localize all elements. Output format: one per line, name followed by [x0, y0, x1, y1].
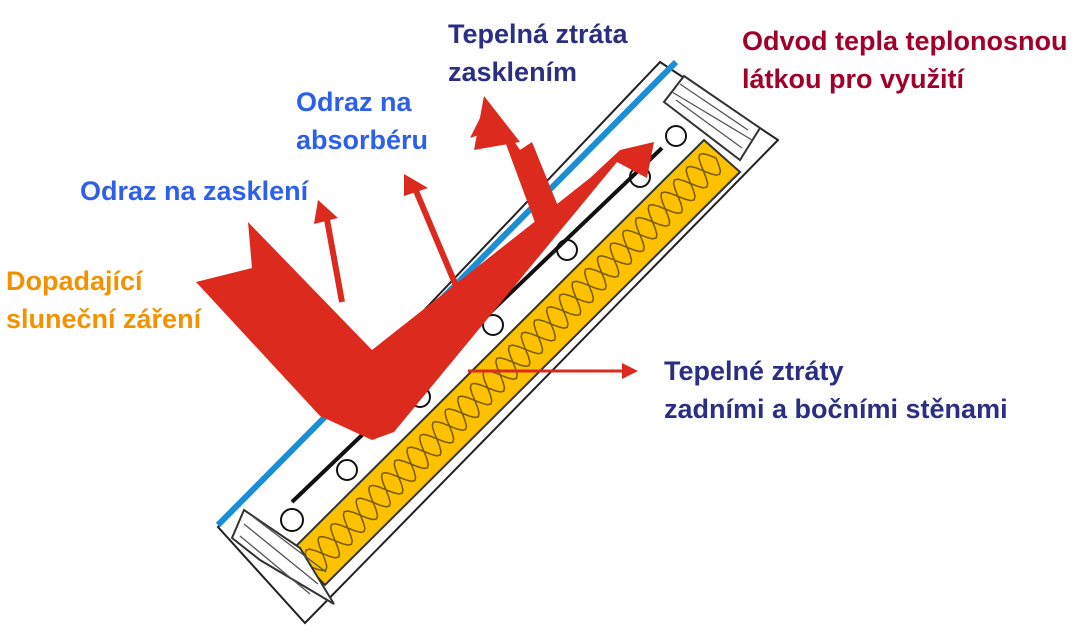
reflection-glass-arrow — [323, 213, 345, 303]
label-wall-loss-line-1: Tepelné ztráty — [664, 356, 844, 386]
side-wall-top-hatch — [671, 83, 753, 149]
label-incoming-line-1: Dopadající — [6, 266, 143, 296]
insulation-waves — [304, 152, 722, 572]
tube — [482, 314, 504, 336]
tube — [336, 459, 358, 481]
label-glazing-loss-line-1: Tepelná ztráta — [448, 19, 628, 49]
label-glazing-loss: Tepelná ztráta zasklením — [448, 15, 628, 91]
label-glazing-loss-line-2: zasklením — [448, 57, 578, 87]
label-wall-loss-line-2: zadními a bočními stěnami — [664, 394, 1008, 424]
reflection-absorber-arrowhead — [404, 174, 428, 196]
glazing-loss-arrow — [470, 102, 562, 236]
tube — [280, 508, 304, 532]
side-wall-bottom-hatch — [239, 515, 327, 595]
label-heat-removal: Odvod tepla teplonosnou látkou pro využi… — [742, 22, 1068, 98]
label-incoming-radiation: Dopadající sluneční záření — [6, 262, 201, 338]
tube — [665, 125, 687, 147]
reflection-absorber-arrow — [411, 184, 465, 302]
label-reflection-glass: Odraz na zasklení — [80, 172, 308, 210]
label-reflection-glass-line-1: Odraz na zasklení — [80, 176, 309, 206]
side-wall-bottom — [230, 508, 335, 605]
label-incoming-line-2: sluneční záření — [6, 304, 202, 334]
incoming-radiation-arrow — [196, 142, 654, 440]
reflection-glass-arrowhead — [314, 200, 338, 224]
label-heat-removal-line-2: látkou pro využití — [742, 64, 965, 94]
glazing-loss-arrowhead — [474, 96, 520, 150]
label-reflection-absorber-line-1: Odraz na — [296, 87, 412, 117]
label-wall-loss: Tepelné ztráty zadními a bočními stěnami — [664, 352, 1008, 428]
label-reflection-absorber: Odraz na absorbéru — [296, 83, 428, 159]
wall-loss-arrowhead — [622, 363, 638, 379]
label-reflection-absorber-line-2: absorbéru — [296, 125, 429, 155]
label-heat-removal-line-1: Odvod tepla teplonosnou — [742, 26, 1068, 56]
side-wall-top — [662, 74, 762, 162]
tube — [556, 239, 578, 261]
